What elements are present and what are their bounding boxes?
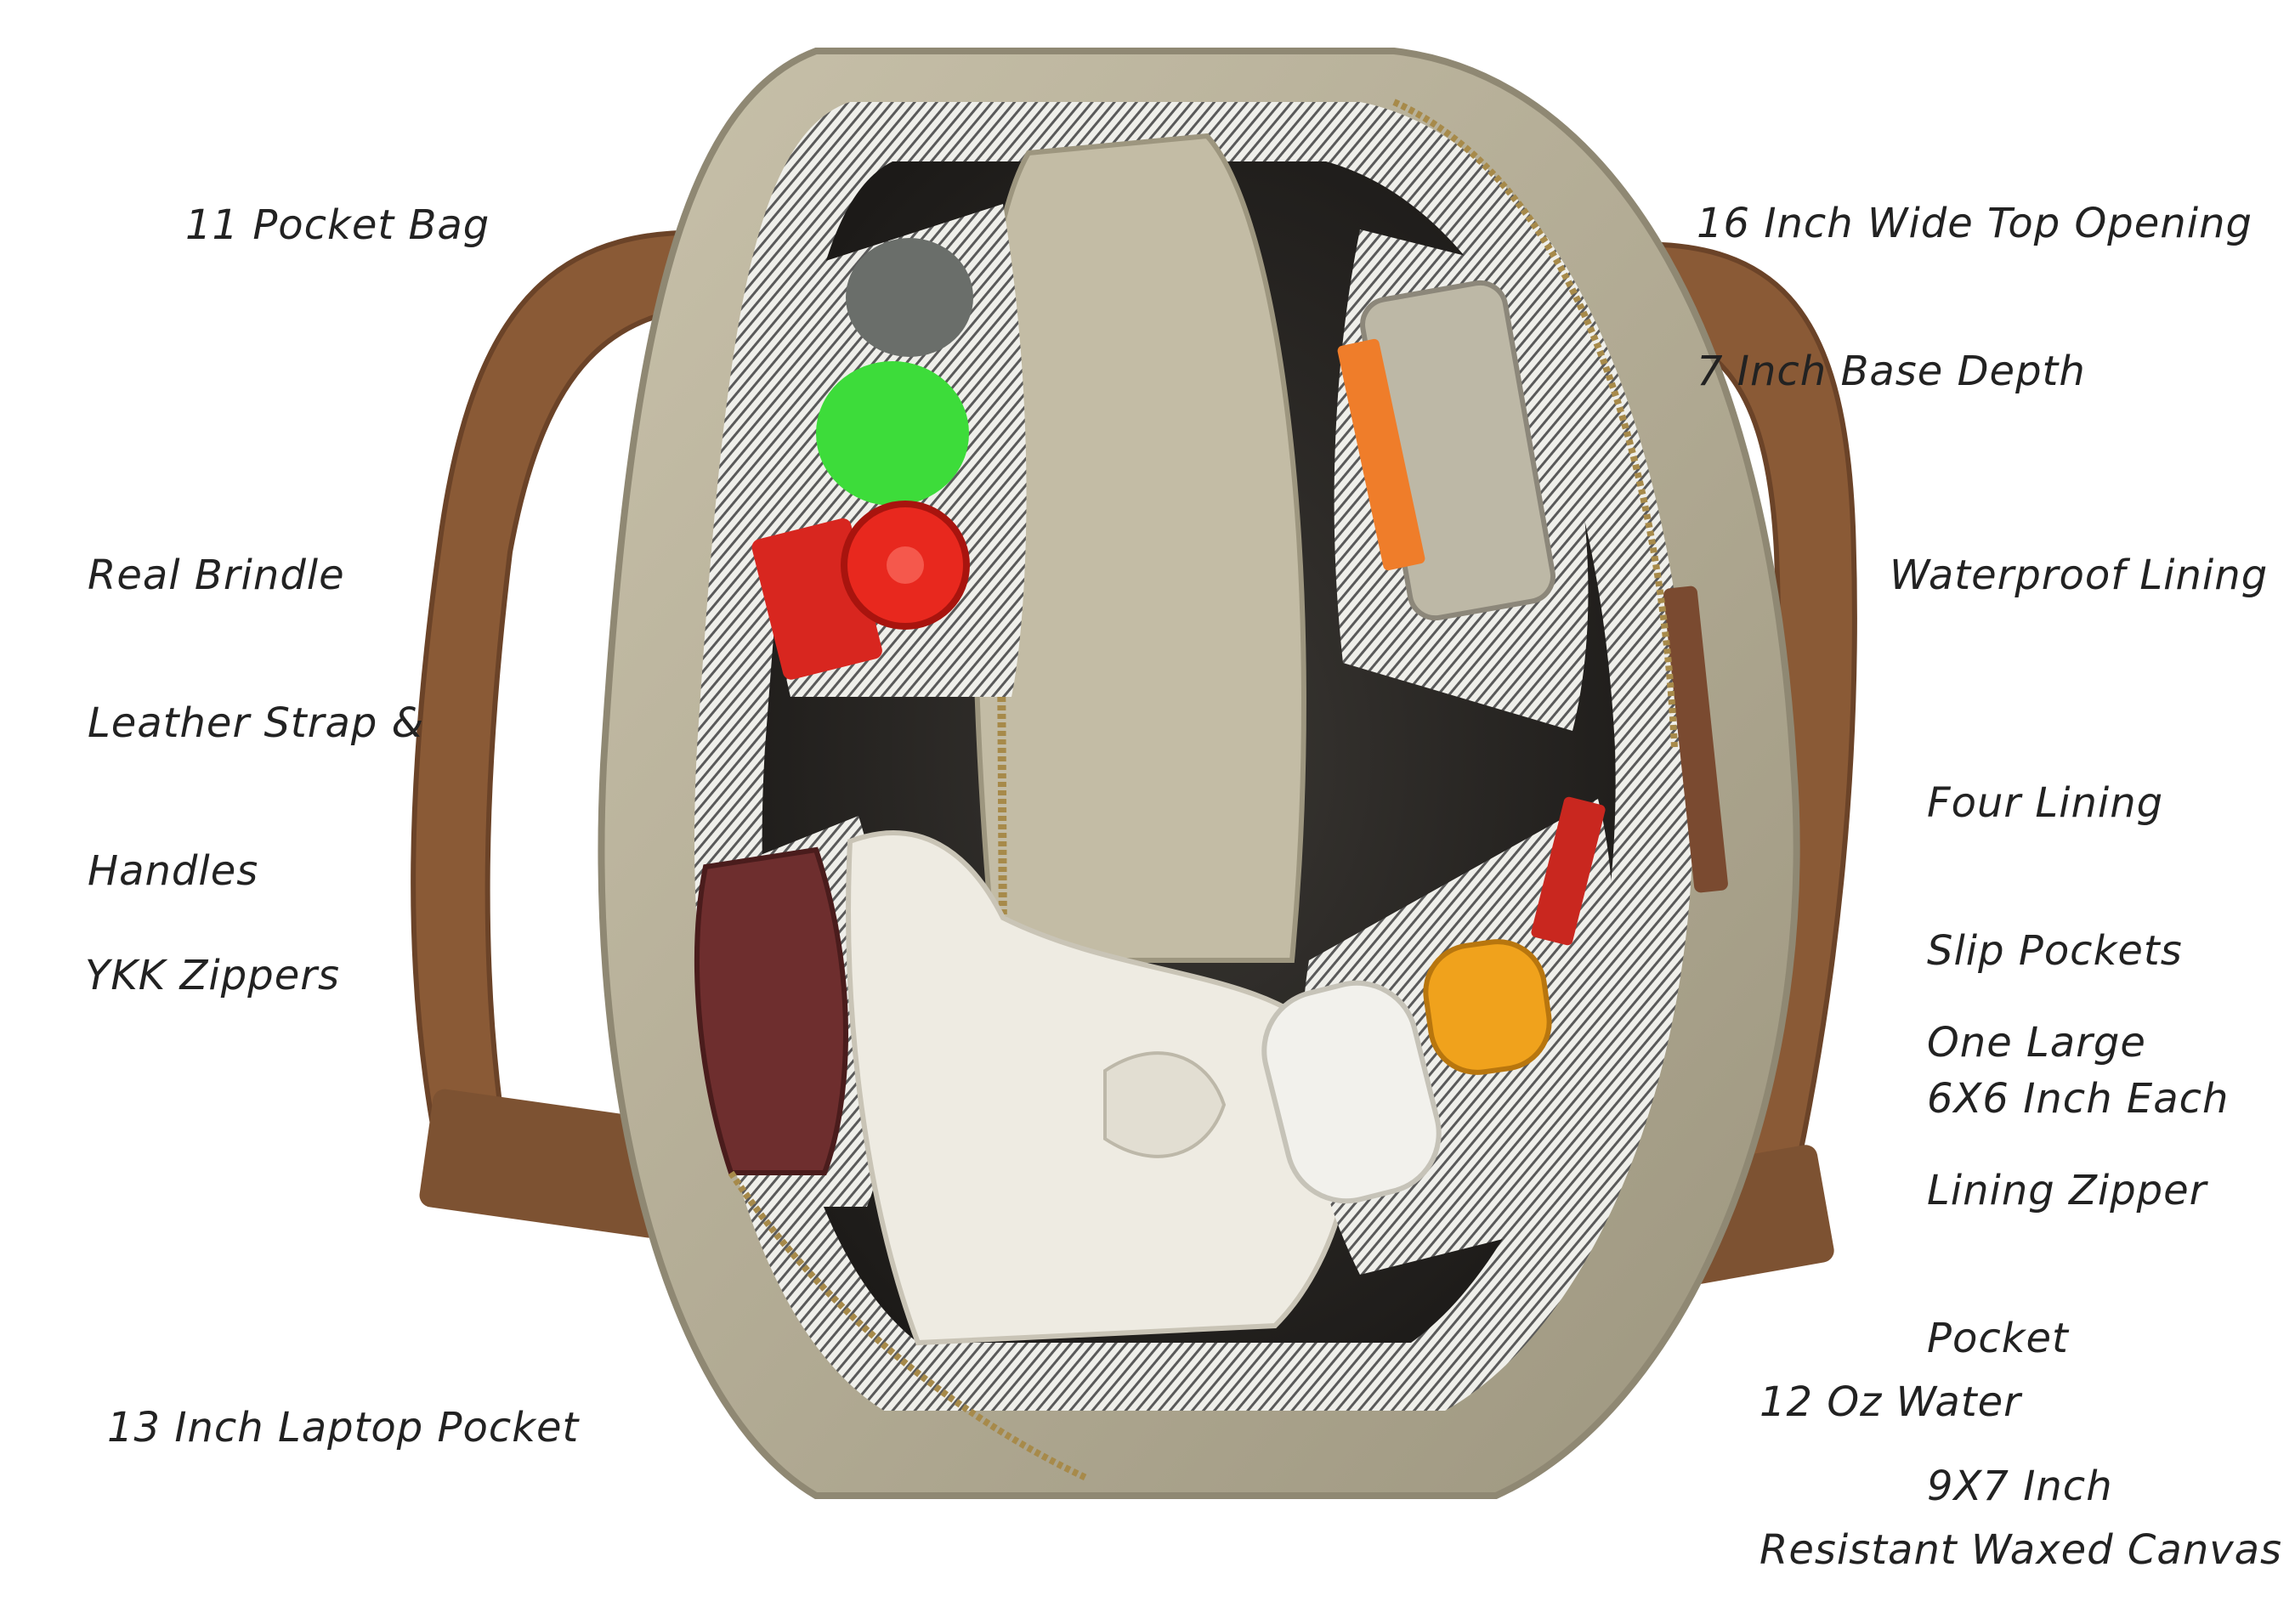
label-line: Lining Zipper [1927,1167,2207,1214]
label-waterproof-lining: Waterproof Lining [1890,452,2268,649]
label-top-opening: 16 Inch Wide Top Opening 7 Inch Base Dep… [1697,100,2252,445]
label-line: 13 Inch Laptop Pocket [107,1404,580,1451]
label-line: Waterproof Lining [1890,552,2269,599]
cloth-bow [1103,1051,1227,1158]
label-line: Handles [88,847,259,895]
label-line: 12 Oz Water [1760,1378,2021,1426]
label-line: Pocket [1927,1315,2069,1362]
label-line: 16 Inch Wide Top Opening [1697,200,2252,247]
red-cap-center [887,546,924,584]
label-11-pocket-bag: 11 Pocket Bag [185,102,490,299]
label-line: YKK Zippers [85,952,340,999]
label-line: Slip Pockets [1927,927,2183,975]
label-ykk-zippers: YKK Zippers [85,852,340,1050]
red-tag [1531,796,1606,946]
label-zipper-pocket: One Large Lining Zipper Pocket 9X7 Inch [1927,920,2207,1560]
label-leather-strap: Real Brindle Leather Strap & Handles [88,452,424,945]
white-bottle [1261,980,1442,1204]
label-line: 11 Pocket Bag [185,201,490,249]
label-line: One Large [1927,1019,2146,1067]
bag-photo [411,48,1857,1499]
grey-bottle [846,238,973,357]
label-waxed-canvas: 12 Oz Water Resistant Waxed Canvas [1760,1279,2282,1624]
orange-card [1337,338,1425,571]
label-line: Resistant Waxed Canvas [1760,1526,2283,1574]
label-slip-pockets: Four Lining Slip Pockets 6X6 Inch Each [1927,680,2229,1173]
label-line: Real Brindle [88,552,345,599]
label-laptop-pocket: 13 Inch Laptop Pocket [107,1304,579,1502]
label-line: 7 Inch Base Depth [1697,348,2086,395]
leather-label [1663,586,1728,893]
label-line: Four Lining [1927,779,2164,827]
orange-bottle [1423,939,1552,1075]
left-strap-tab [419,1089,686,1240]
label-line: 9X7 Inch [1927,1463,2113,1510]
green-bottle [816,361,969,506]
maroon-pouch [694,846,848,1175]
label-line: Leather Strap & [88,699,425,747]
outer-zipper [1392,99,1678,749]
label-line: 6X6 Inch Each [1927,1075,2230,1123]
